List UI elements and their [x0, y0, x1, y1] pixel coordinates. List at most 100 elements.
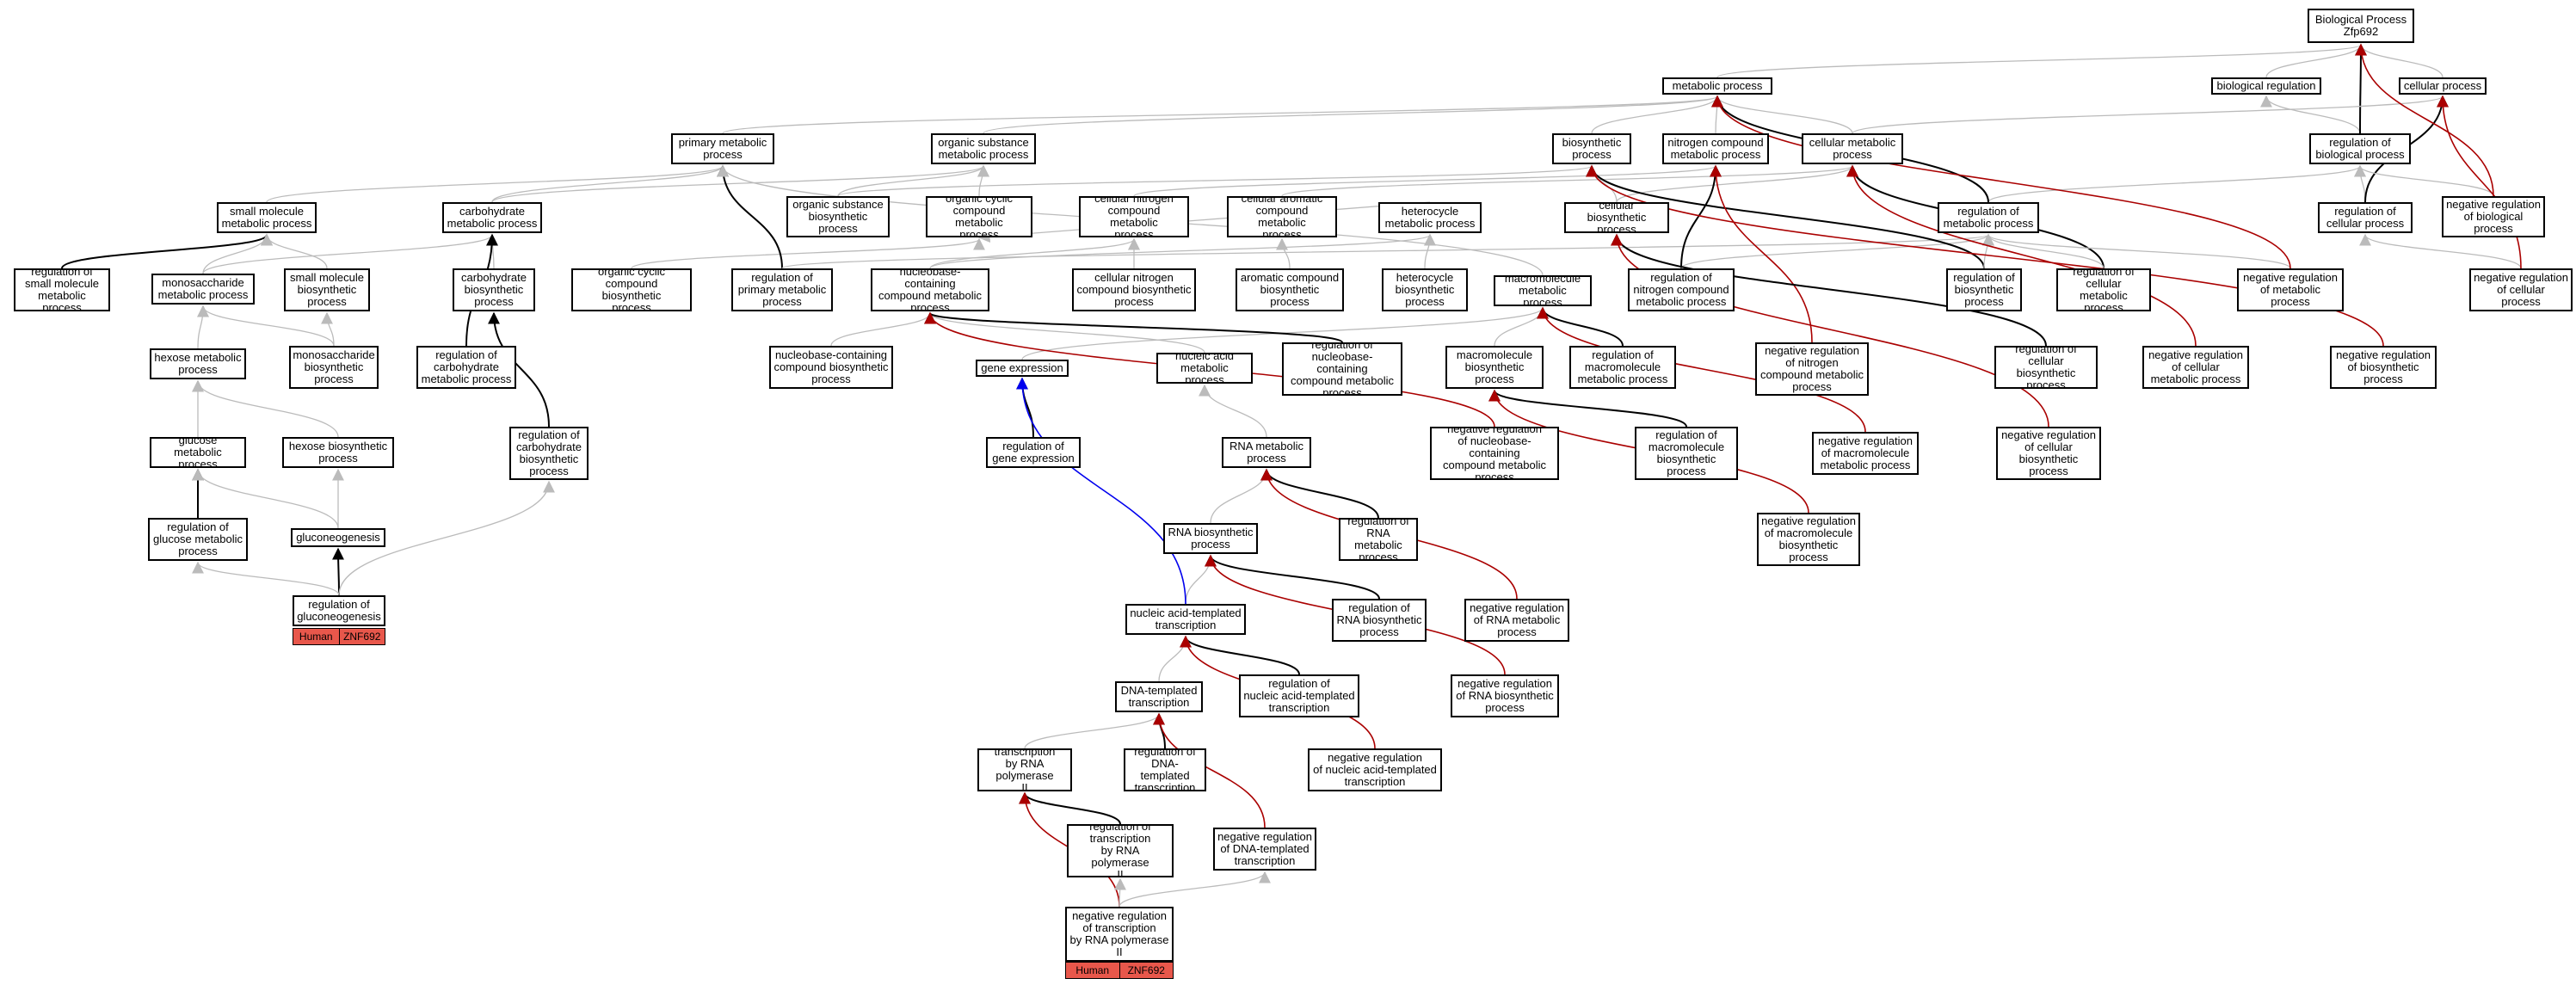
go-term-aromatic-compound-biosynthetic[interactable]: aromatic compound biosynthetic process: [1236, 268, 1344, 311]
go-term-regulation-of-transcription-by-rna-polymerase-ii[interactable]: regulation of transcription by RNA polym…: [1067, 824, 1174, 877]
edge-negative-regulation-of-dna-templated-transcription-to-dna-templated-transcription: [1153, 712, 1266, 828]
go-term-regulation-of-cellular-process[interactable]: regulation of cellular process: [2318, 202, 2413, 233]
go-term-cellular-metabolic[interactable]: cellular metabolic process: [1802, 133, 1903, 164]
go-term-organic-cyclic-compound-metabolic[interactable]: organic cyclic compound metabolic proces…: [926, 196, 1032, 237]
go-term-negative-regulation-of-transcription-by-rna-polymerase-ii[interactable]: negative regulation of transcription by …: [1065, 907, 1174, 962]
go-term-regulation-of-rna-metabolic[interactable]: regulation of RNA metabolic process: [1339, 518, 1418, 561]
go-term-cellular-nitrogen-compound-biosynthetic[interactable]: cellular nitrogen compound biosynthetic …: [1072, 268, 1196, 311]
go-term-small-molecule-metabolic[interactable]: small molecule metabolic process: [217, 202, 317, 233]
go-term-cellular-aromatic-compound-metabolic[interactable]: cellular aromatic compound metabolic pro…: [1227, 196, 1337, 237]
go-term-negative-regulation-of-macromolecule-biosynthetic[interactable]: negative regulation of macromolecule bio…: [1757, 513, 1860, 566]
go-term-regulation-of-macromolecule-biosynthetic[interactable]: regulation of macromolecule biosynthetic…: [1635, 427, 1738, 480]
go-term-carbohydrate-biosynthetic[interactable]: carbohydrate biosynthetic process: [453, 268, 535, 311]
edge-nucleobase-containing-compound-metabolic-to-cellular-nitrogen-compound-metabolic: [929, 237, 1140, 269]
go-term-negative-regulation-of-rna-biosynthetic[interactable]: negative regulation of RNA biosynthetic …: [1451, 674, 1559, 717]
go-term-negative-regulation-of-macromolecule-metabolic[interactable]: negative regulation of macromolecule met…: [1812, 432, 1919, 475]
go-term-negative-regulation-of-cellular-metabolic[interactable]: negative regulation of cellular metaboli…: [2142, 346, 2249, 389]
go-term-regulation-of-cellular-metabolic[interactable]: regulation of cellular metabolic process: [2056, 268, 2151, 311]
go-term-negative-regulation-of-dna-templated-transcription[interactable]: negative regulation of DNA-templated tra…: [1213, 828, 1316, 871]
edge-negative-regulation-of-transcription-by-rna-polymerase-ii-to-negative-regulation-of-dna-templated-transcription: [1119, 871, 1271, 908]
go-term-negative-regulation-of-metabolic[interactable]: negative regulation of metabolic process: [2237, 268, 2344, 311]
go-term-negative-regulation-of-cellular-biosynthetic[interactable]: negative regulation of cellular biosynth…: [1996, 427, 2101, 480]
go-term-cellular-process[interactable]: cellular process: [2399, 77, 2487, 95]
edge-macromolecule-biosynthetic-to-macromolecule-metabolic: [1494, 306, 1549, 347]
go-term-negative-regulation-of-rna-metabolic[interactable]: negative regulation of RNA metabolic pro…: [1464, 599, 1569, 642]
go-term-macromolecule-metabolic[interactable]: macromolecule metabolic process: [1494, 275, 1592, 306]
go-term-nitrogen-compound-metabolic[interactable]: nitrogen compound metabolic process: [1662, 133, 1769, 164]
go-term-carbohydrate-metabolic[interactable]: carbohydrate metabolic process: [442, 202, 542, 233]
go-term-regulation-of-biosynthetic[interactable]: regulation of biosynthetic process: [1946, 268, 2022, 311]
go-term-monosaccharide-biosynthetic[interactable]: monosaccharide biosynthetic process: [289, 346, 379, 389]
go-term-primary-metabolic[interactable]: primary metabolic process: [671, 133, 774, 164]
go-term-hexose-metabolic[interactable]: hexose metabolic process: [150, 348, 246, 379]
go-term-metabolic[interactable]: metabolic process: [1662, 77, 1772, 95]
go-term-small-molecule-biosynthetic[interactable]: small molecule biosynthetic process: [284, 268, 370, 311]
go-term-glucose-metabolic[interactable]: glucose metabolic process: [150, 437, 246, 468]
go-term-gluconeogenesis[interactable]: gluconeogenesis: [291, 528, 385, 547]
go-term-regulation-of-primary-metabolic[interactable]: regulation of primary metabolic process: [731, 268, 833, 311]
go-term-regulation-of-carbohydrate-metabolic[interactable]: regulation of carbohydrate metabolic pro…: [416, 346, 516, 389]
go-term-regulation-of-small-molecule-metabolic[interactable]: regulation of small molecule metabolic p…: [14, 268, 110, 311]
edge-regulation-of-primary-metabolic-to-primary-metabolic: [717, 164, 783, 269]
go-term-rna-biosynthetic[interactable]: RNA biosynthetic process: [1163, 523, 1258, 554]
go-term-regulation-of-rna-biosynthetic[interactable]: regulation of RNA biosynthetic process: [1332, 599, 1427, 642]
edge-small-molecule-biosynthetic-to-small-molecule-metabolic: [261, 233, 328, 269]
edge-aromatic-compound-biosynthetic-to-cellular-aromatic-compound-metabolic: [1276, 237, 1291, 269]
edge-cellular-metabolic-to-cellular-process: [1852, 95, 2449, 134]
go-term-biosynthetic[interactable]: biosynthetic process: [1552, 133, 1631, 164]
go-term-monosaccharide-metabolic[interactable]: monosaccharide metabolic process: [151, 274, 255, 305]
go-term-negative-regulation-of-nucleobase-containing-compound-metabolic[interactable]: negative regulation of nucleobase-contai…: [1430, 427, 1559, 480]
go-term-nucleobase-containing-compound-metabolic[interactable]: nucleobase-containing compound metabolic…: [871, 268, 989, 311]
edge-regulation-of-biological-to-bp: [2354, 43, 2367, 134]
go-term-negative-regulation-of-biological[interactable]: negative regulation of biological proces…: [2442, 196, 2545, 237]
go-term-gene-expression[interactable]: gene expression: [976, 360, 1069, 377]
edge-rna-biosynthetic-to-rna-metabolic: [1210, 468, 1273, 524]
go-term-dna-templated-transcription[interactable]: DNA-templated transcription: [1115, 681, 1203, 712]
go-term-biological-regulation[interactable]: biological regulation: [2211, 77, 2321, 95]
gene-tag-transcription: Human ZNF692: [1065, 962, 1174, 979]
go-term-regulation-of-nucleic-acid-templated-transcription[interactable]: regulation of nucleic acid-templated tra…: [1239, 674, 1359, 717]
go-term-regulation-of-cellular-biosynthetic[interactable]: regulation of cellular biosynthetic proc…: [1994, 346, 2098, 389]
go-term-heterocycle-biosynthetic[interactable]: heterocycle biosynthetic process: [1382, 268, 1468, 311]
go-term-negative-regulation-of-nitrogen-compound-metabolic[interactable]: negative regulation of nitrogen compound…: [1755, 342, 1869, 396]
go-term-heterocycle-metabolic[interactable]: heterocycle metabolic process: [1378, 202, 1482, 233]
edge-negative-regulation-of-transcription-by-rna-polymerase-ii-to-regulation-of-transcription-by-rna-polymerase-ii: [1113, 877, 1126, 908]
go-term-bp[interactable]: Biological Process Zfp692: [2308, 9, 2414, 43]
go-term-nucleic-acid-templated-transcription[interactable]: nucleic acid-templated transcription: [1125, 604, 1246, 635]
go-term-negative-regulation-of-nucleic-acid-templated-transcription[interactable]: negative regulation of nucleic acid-temp…: [1308, 748, 1442, 791]
go-term-rna-metabolic[interactable]: RNA metabolic process: [1222, 437, 1311, 468]
edge-regulation-of-rna-biosynthetic-to-rna-biosynthetic: [1205, 554, 1380, 600]
go-term-nucleic-acid-metabolic[interactable]: nucleic acid metabolic process: [1156, 353, 1253, 384]
go-term-organic-substance-biosynthetic[interactable]: organic substance biosynthetic process: [786, 196, 890, 237]
go-term-regulation-of-gene-expression[interactable]: regulation of gene expression: [986, 437, 1081, 468]
edge-regulation-of-carbohydrate-biosynthetic-to-carbohydrate-biosynthetic: [488, 311, 550, 428]
edge-biosynthetic-to-metabolic: [1591, 95, 1723, 134]
go-term-hexose-biosynthetic[interactable]: hexose biosynthetic process: [282, 437, 394, 468]
go-term-regulation-of-gluconeogenesis[interactable]: regulation of gluconeogenesis: [293, 595, 385, 626]
go-term-regulation-of-metabolic[interactable]: regulation of metabolic process: [1938, 202, 2039, 233]
go-term-regulation-of-biological[interactable]: regulation of biological process: [2309, 133, 2411, 164]
go-term-negative-regulation-of-biosynthetic[interactable]: negative regulation of biosynthetic proc…: [2330, 346, 2437, 389]
go-term-cellular-nitrogen-compound-metabolic[interactable]: cellular nitrogen compound metabolic pro…: [1079, 196, 1189, 237]
edge-negative-regulation-of-metabolic-to-metabolic: [1711, 95, 2291, 269]
go-term-transcription-by-rna-polymerase-ii[interactable]: transcription by RNA polymerase II: [977, 748, 1072, 791]
go-term-organic-substance-metabolic[interactable]: organic substance metabolic process: [931, 133, 1036, 164]
go-term-regulation-of-carbohydrate-biosynthetic[interactable]: regulation of carbohydrate biosynthetic …: [509, 427, 589, 480]
go-term-regulation-of-dna-templated-transcription[interactable]: regulation of DNA-templated transcriptio…: [1124, 748, 1206, 791]
go-term-regulation-of-nitrogen-compound-metabolic[interactable]: regulation of nitrogen compound metaboli…: [1628, 268, 1735, 311]
edge-nitrogen-compound-metabolic-to-metabolic: [1710, 95, 1723, 134]
go-term-cellular-biosynthetic[interactable]: cellular biosynthetic process: [1564, 202, 1669, 233]
edge-cellular-process-to-bp: [2355, 43, 2444, 78]
go-term-negative-regulation-of-cellular-process[interactable]: negative regulation of cellular process: [2469, 268, 2573, 311]
edge-negative-regulation-of-biological-to-bp: [2355, 43, 2494, 197]
go-term-regulation-of-glucose-metabolic[interactable]: regulation of glucose metabolic process: [148, 518, 248, 561]
go-term-nucleobase-containing-compound-biosynthetic[interactable]: nucleobase-containing compound biosynthe…: [769, 346, 893, 389]
edge-gluconeogenesis-to-glucose-metabolic: [192, 468, 339, 529]
go-term-organic-cyclic-compound-biosynthetic[interactable]: organic cyclic compound biosynthetic pro…: [571, 268, 692, 311]
edge-organic-cyclic-compound-biosynthetic-to-organic-cyclic-compound-metabolic: [631, 237, 985, 269]
go-term-regulation-of-macromolecule-metabolic[interactable]: regulation of macromolecule metabolic pr…: [1569, 346, 1676, 389]
go-term-macromolecule-biosynthetic[interactable]: macromolecule biosynthetic process: [1445, 346, 1544, 389]
go-term-regulation-of-nucleobase-containing-compound-metabolic[interactable]: regulation of nucleobase-containing comp…: [1282, 342, 1402, 396]
edge-biological-regulation-to-bp: [2265, 43, 2367, 78]
